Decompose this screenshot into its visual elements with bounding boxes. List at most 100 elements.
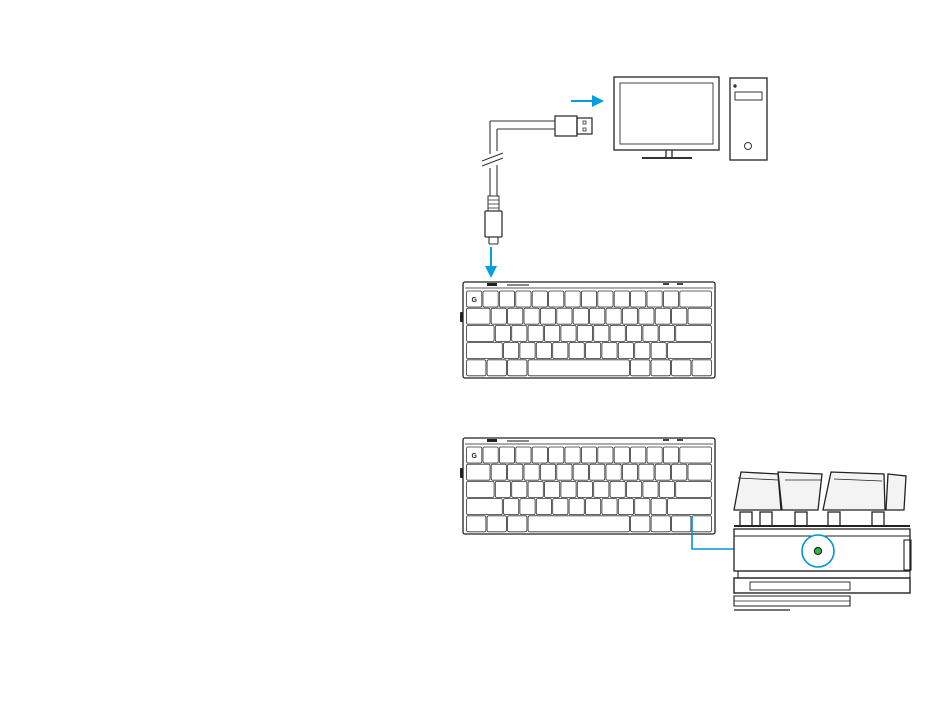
key xyxy=(659,325,674,341)
key xyxy=(549,447,564,463)
key xyxy=(561,481,576,497)
key xyxy=(614,447,629,463)
key xyxy=(491,464,506,480)
key xyxy=(549,291,564,307)
key xyxy=(610,325,625,341)
key xyxy=(540,464,555,480)
key xyxy=(528,516,629,532)
key xyxy=(508,360,527,376)
key xyxy=(540,308,555,324)
key xyxy=(495,325,510,341)
logo-key-label: G xyxy=(471,297,477,304)
key xyxy=(692,360,711,376)
key xyxy=(651,360,670,376)
key xyxy=(655,464,670,480)
key xyxy=(672,516,691,532)
key xyxy=(532,291,547,307)
key xyxy=(504,499,519,515)
key xyxy=(577,481,592,497)
key xyxy=(590,464,605,480)
key xyxy=(467,360,486,376)
key xyxy=(598,447,613,463)
key xyxy=(508,308,523,324)
keyboard-icon: G xyxy=(460,438,715,534)
key xyxy=(508,516,527,532)
key xyxy=(663,291,678,307)
pc-tower-icon xyxy=(730,78,767,160)
key xyxy=(565,291,580,307)
key xyxy=(606,464,621,480)
key xyxy=(680,447,712,463)
key xyxy=(491,308,506,324)
key xyxy=(680,291,712,307)
key xyxy=(643,481,658,497)
key xyxy=(516,447,531,463)
key xyxy=(520,343,535,359)
key xyxy=(528,481,543,497)
key xyxy=(639,308,654,324)
key xyxy=(627,325,642,341)
key xyxy=(516,291,531,307)
status-led-icon xyxy=(814,547,821,554)
key xyxy=(545,481,560,497)
key xyxy=(545,325,560,341)
key xyxy=(643,325,658,341)
key xyxy=(676,481,712,497)
key xyxy=(573,464,588,480)
key xyxy=(524,308,539,324)
key xyxy=(487,360,506,376)
key xyxy=(647,447,662,463)
key xyxy=(467,325,495,341)
key xyxy=(668,499,712,515)
key xyxy=(668,343,712,359)
key xyxy=(688,308,711,324)
key xyxy=(586,343,601,359)
key xyxy=(569,499,584,515)
key xyxy=(614,291,629,307)
key xyxy=(573,308,588,324)
key xyxy=(508,464,523,480)
key xyxy=(512,481,527,497)
usb-cable-icon xyxy=(482,116,592,244)
key xyxy=(467,499,503,515)
key xyxy=(651,516,670,532)
key xyxy=(483,447,498,463)
key xyxy=(606,308,621,324)
key xyxy=(639,464,654,480)
key xyxy=(622,308,637,324)
key xyxy=(569,343,584,359)
key xyxy=(528,360,629,376)
key xyxy=(688,464,711,480)
key xyxy=(631,291,646,307)
key xyxy=(499,291,514,307)
key xyxy=(618,499,633,515)
key xyxy=(520,499,535,515)
key xyxy=(586,499,601,515)
key xyxy=(483,291,498,307)
key xyxy=(467,516,486,532)
key xyxy=(631,516,650,532)
key xyxy=(487,516,506,532)
key xyxy=(627,481,642,497)
key xyxy=(581,291,596,307)
arrow-to-pc xyxy=(571,95,604,107)
key xyxy=(467,308,490,324)
key xyxy=(528,325,543,341)
key xyxy=(651,499,666,515)
key xyxy=(553,343,568,359)
key xyxy=(659,481,674,497)
key xyxy=(577,325,592,341)
key xyxy=(557,308,572,324)
key xyxy=(655,308,670,324)
key xyxy=(581,447,596,463)
key xyxy=(553,499,568,515)
key xyxy=(467,481,495,497)
key xyxy=(561,325,576,341)
key xyxy=(594,325,609,341)
key xyxy=(602,499,617,515)
key xyxy=(499,447,514,463)
key xyxy=(532,447,547,463)
key xyxy=(672,464,687,480)
